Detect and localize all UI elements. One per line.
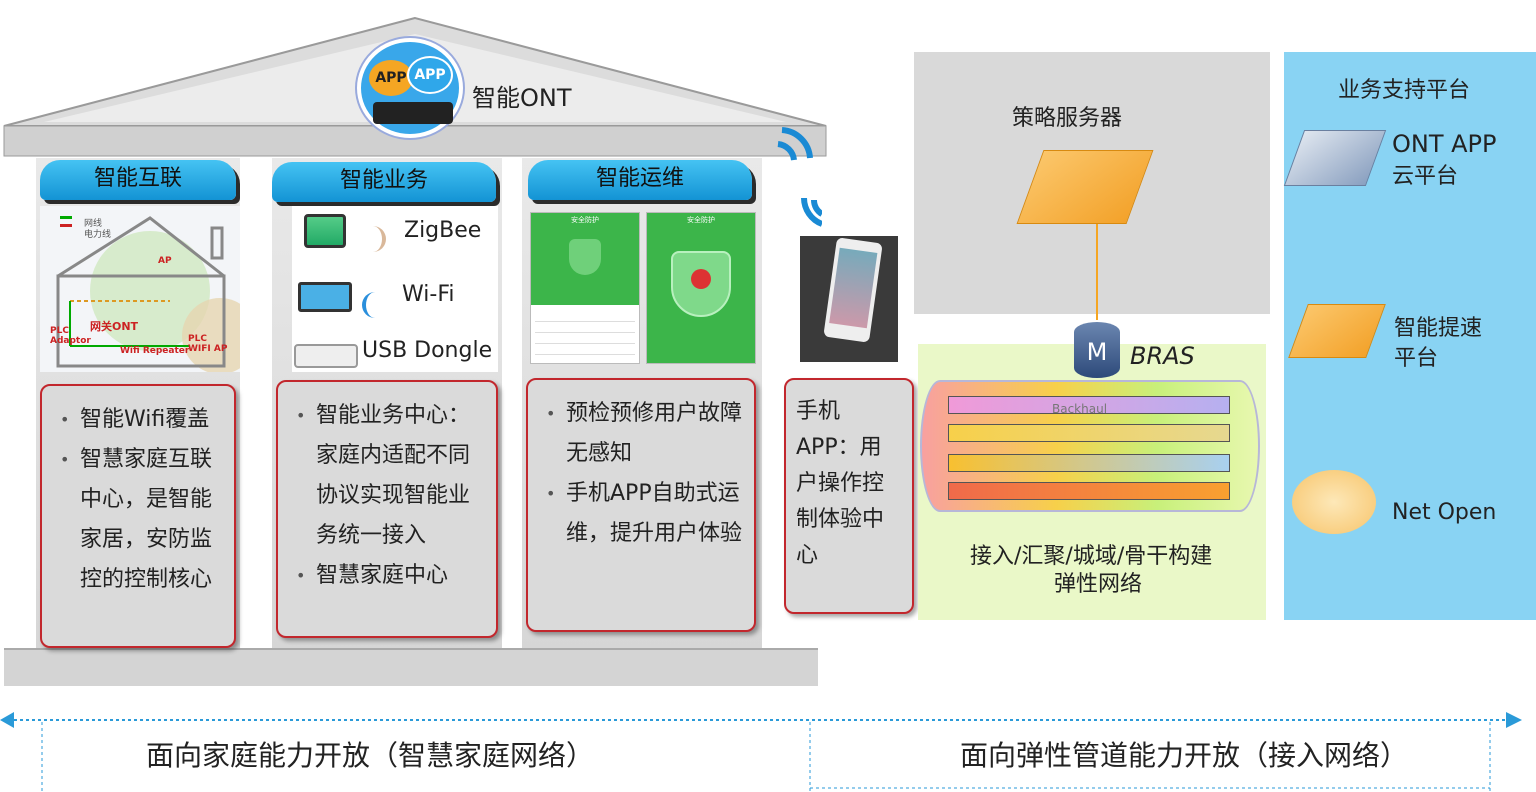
bullet-item: 手机APP自助式运维，提升用户体验 (540, 474, 744, 554)
platform-item-3: Net Open (1392, 500, 1497, 525)
screen-2-header: 安全防护 (687, 216, 715, 224)
smartphone-photo (800, 236, 898, 362)
label-ap: AP (158, 256, 172, 266)
tab-smart-service: 智能业务 (272, 162, 496, 202)
network-caption-2: 弹性网络 (1054, 572, 1143, 597)
card-smart-service: 智能业务中心：家庭内适配不同协议实现智能业务统一接入 智慧家庭中心 (276, 380, 498, 638)
server-link-line (1096, 224, 1098, 320)
bottom-caption-home: 面向家庭能力开放（智慧家庭网络） (146, 739, 595, 772)
ops-bullets: 预检预修用户故障无感知 手机APP自助式运维，提升用户体验 (540, 394, 744, 554)
bullet-item: 智慧家庭互联中心，是智能家居，安防监控的控制核心 (54, 440, 224, 600)
pipe-layer-1 (948, 396, 1230, 414)
pipe-layer-2 (948, 424, 1230, 442)
policy-server-label: 策略服务器 (1012, 106, 1123, 131)
wifi-signal-icon (362, 292, 388, 318)
bullet-item: 智能业务中心：家庭内适配不同协议实现智能业务统一接入 (290, 396, 486, 556)
ont-label: 智能ONT (472, 84, 572, 112)
shield-icon (569, 239, 601, 275)
label-plc-adaptor: PLC Adaptor (50, 326, 91, 346)
bottom-double-arrow (0, 712, 1522, 792)
screen-1-list (535, 311, 635, 359)
app-badge-orange: APP (369, 60, 413, 96)
home-network-diagram: 网线 电力线 AP 网关ONT PLC Adaptor Wifi Repeate… (40, 206, 240, 372)
platform-item-2-line1: 智能提速 (1394, 316, 1483, 341)
backhaul-label: Backhaul (1052, 402, 1108, 416)
tech-usb-dongle: USB Dongle (362, 338, 493, 363)
tablet-icon (304, 214, 346, 248)
tech-zigbee: ZigBee (404, 218, 482, 243)
service-bullets: 智能业务中心：家庭内适配不同协议实现智能业务统一接入 智慧家庭中心 (290, 396, 486, 596)
legend-cable: 网线 (84, 219, 103, 229)
wireless-signal-icon (777, 127, 822, 227)
bullet-item: 预检预修用户故障无感知 (540, 394, 744, 474)
tech-wifi: Wi-Fi (402, 282, 455, 307)
card-phone-app: 手机APP：用户操作控制体验中心 (784, 378, 914, 614)
card-smart-ops: 预检预修用户故障无感知 手机APP自助式运维，提升用户体验 (526, 378, 756, 632)
ops-screen-2: 安全防护 (646, 212, 756, 364)
ont-device-icon: APP APP (357, 38, 463, 138)
platform-title: 业务支持平台 (1338, 78, 1471, 103)
temple-base (4, 648, 818, 686)
tech-list: ZigBee Wi-Fi USB Dongle (292, 206, 498, 372)
phone-screen (829, 247, 878, 329)
bullet-item: 智慧家庭中心 (290, 556, 486, 596)
laptop-icon (298, 282, 352, 312)
platform-item-1-line2: 云平台 (1392, 164, 1459, 189)
card-smart-interconnect: 智能Wifi覆盖 智慧家庭互联中心，是智能家居，安防监控的控制核心 (40, 384, 236, 648)
label-gateway-ont: 网关ONT (90, 320, 139, 333)
pipe-layer-4 (948, 482, 1230, 500)
phone-device (823, 237, 883, 343)
usb-dongle-icon (294, 344, 358, 368)
label-plc-wifi-ap: PLC WIFI AP (188, 334, 228, 354)
network-pipe: Backhaul (920, 380, 1260, 512)
bras-label: BRAS (1130, 342, 1195, 370)
app-badge-blue: APP (407, 56, 453, 94)
network-caption-1: 接入/汇聚/城域/骨干构建 (970, 544, 1213, 569)
alert-dot-icon (691, 269, 711, 289)
label-wifi-repeater: Wifi Repeater (120, 346, 190, 356)
phone-app-text: 手机APP：用户操作控制体验中心 (796, 399, 885, 568)
router-body (373, 102, 453, 124)
legend-powerline: 电力线 (84, 230, 112, 240)
pipe-layer-3 (948, 454, 1230, 472)
platform-item-2-line2: 平台 (1394, 346, 1439, 371)
zigbee-signal-icon (360, 226, 386, 252)
bullet-item: 智能Wifi覆盖 (54, 400, 224, 440)
house-outline (56, 216, 240, 372)
platform-item-1-line1: ONT APP (1392, 130, 1497, 158)
tab-smart-ops: 智能运维 (528, 160, 752, 200)
ops-screen-1: 安全防护 (530, 212, 640, 364)
tab-smart-interconnect: 智能互联 (40, 160, 236, 200)
net-open-icon (1292, 470, 1376, 534)
bottom-caption-access: 面向弹性管道能力开放（接入网络） (960, 739, 1409, 772)
bras-icon: M (1074, 322, 1120, 378)
interconnect-bullets: 智能Wifi覆盖 智慧家庭互联中心，是智能家居，安防监控的控制核心 (54, 400, 224, 600)
